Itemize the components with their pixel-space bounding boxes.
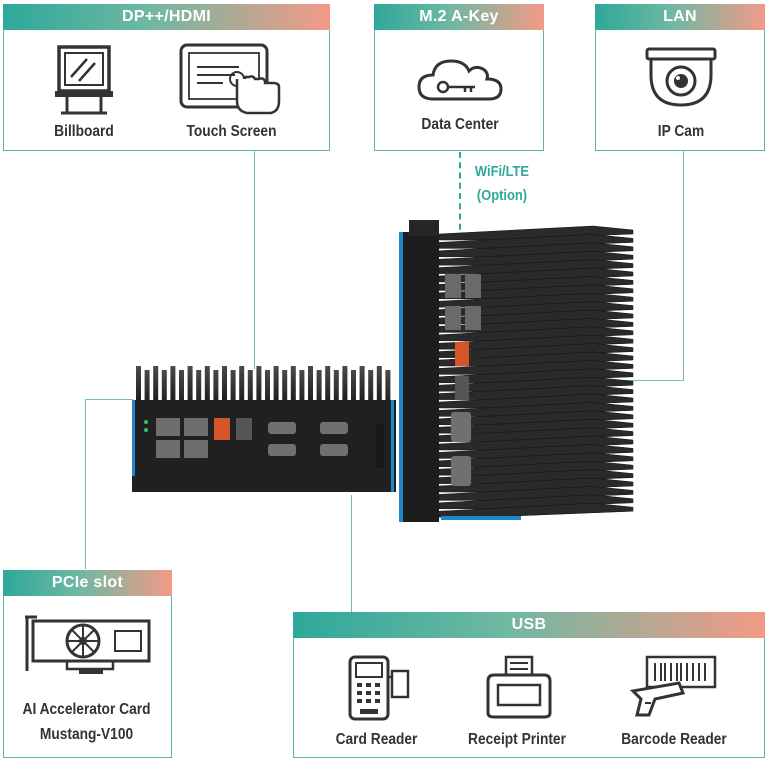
ip-cam-item xyxy=(636,45,726,115)
connector-lan-horizontal xyxy=(605,380,684,381)
dp-hdmi-panel: DP++/HDMI Billboard Touch Screen xyxy=(3,4,330,151)
dp-hdmi-title: DP++/HDMI xyxy=(3,4,330,30)
data-center-item xyxy=(410,53,510,113)
card-reader-item xyxy=(339,653,419,725)
connector-pcie-horizontal xyxy=(85,399,133,400)
ip-cam-label: IP Cam xyxy=(657,123,705,140)
drpc-240-device-vertical xyxy=(393,212,638,532)
touch-screen-label: Touch Screen xyxy=(186,123,277,140)
usb-panel: USB Card Reader Receipt Printer xyxy=(293,612,765,758)
pcie-slot-title: PCIe slot xyxy=(3,570,172,596)
vertical-device-illustration xyxy=(399,220,634,522)
connector-pcie xyxy=(85,399,86,569)
barcode-reader-icon xyxy=(629,655,717,717)
wifi-lte-label: WiFi/LTE (Option) xyxy=(466,160,538,208)
card-reader-icon xyxy=(348,655,410,721)
lan-title: LAN xyxy=(595,4,765,30)
connector-dp-hdmi xyxy=(254,151,255,369)
billboard-item xyxy=(34,41,134,151)
horizontal-device-illustration xyxy=(132,366,396,492)
connector-m2-wifi xyxy=(459,152,461,240)
card-reader-label: Card Reader xyxy=(335,731,418,748)
lan-panel: LAN IP Cam xyxy=(595,4,765,151)
ai-accelerator-label: AI Accelerator Card Mustang-V100 xyxy=(22,701,151,743)
usb-title: USB xyxy=(293,612,765,638)
drpc-240-device-horizontal xyxy=(128,356,400,494)
connector-usb xyxy=(351,495,352,612)
connector-lan xyxy=(683,151,684,381)
data-center-label: Data Center xyxy=(421,116,499,133)
wifi-lte-text: WiFi/LTE (Option) xyxy=(474,163,530,204)
accelerator-card-icon xyxy=(25,615,151,674)
billboard-label: Billboard xyxy=(54,123,114,140)
pcie-slot-panel: PCIe slot AI Accelerator Card Mustang-V1… xyxy=(3,570,172,758)
barcode-reader-label: Barcode Reader xyxy=(621,731,727,748)
receipt-printer-icon xyxy=(486,655,552,719)
m2-akey-panel: M.2 A-Key Data Center xyxy=(374,4,544,151)
receipt-printer-item xyxy=(479,655,559,727)
billboard-icon xyxy=(55,45,113,115)
touch-screen-icon xyxy=(179,43,281,115)
touch-screen-item xyxy=(174,41,294,151)
m2-akey-title: M.2 A-Key xyxy=(374,4,544,30)
cloud-key-icon xyxy=(417,59,503,101)
barcode-reader-item xyxy=(624,653,724,725)
ip-camera-icon xyxy=(645,47,717,107)
receipt-printer-label: Receipt Printer xyxy=(468,731,566,748)
ai-accelerator-item xyxy=(18,611,158,681)
